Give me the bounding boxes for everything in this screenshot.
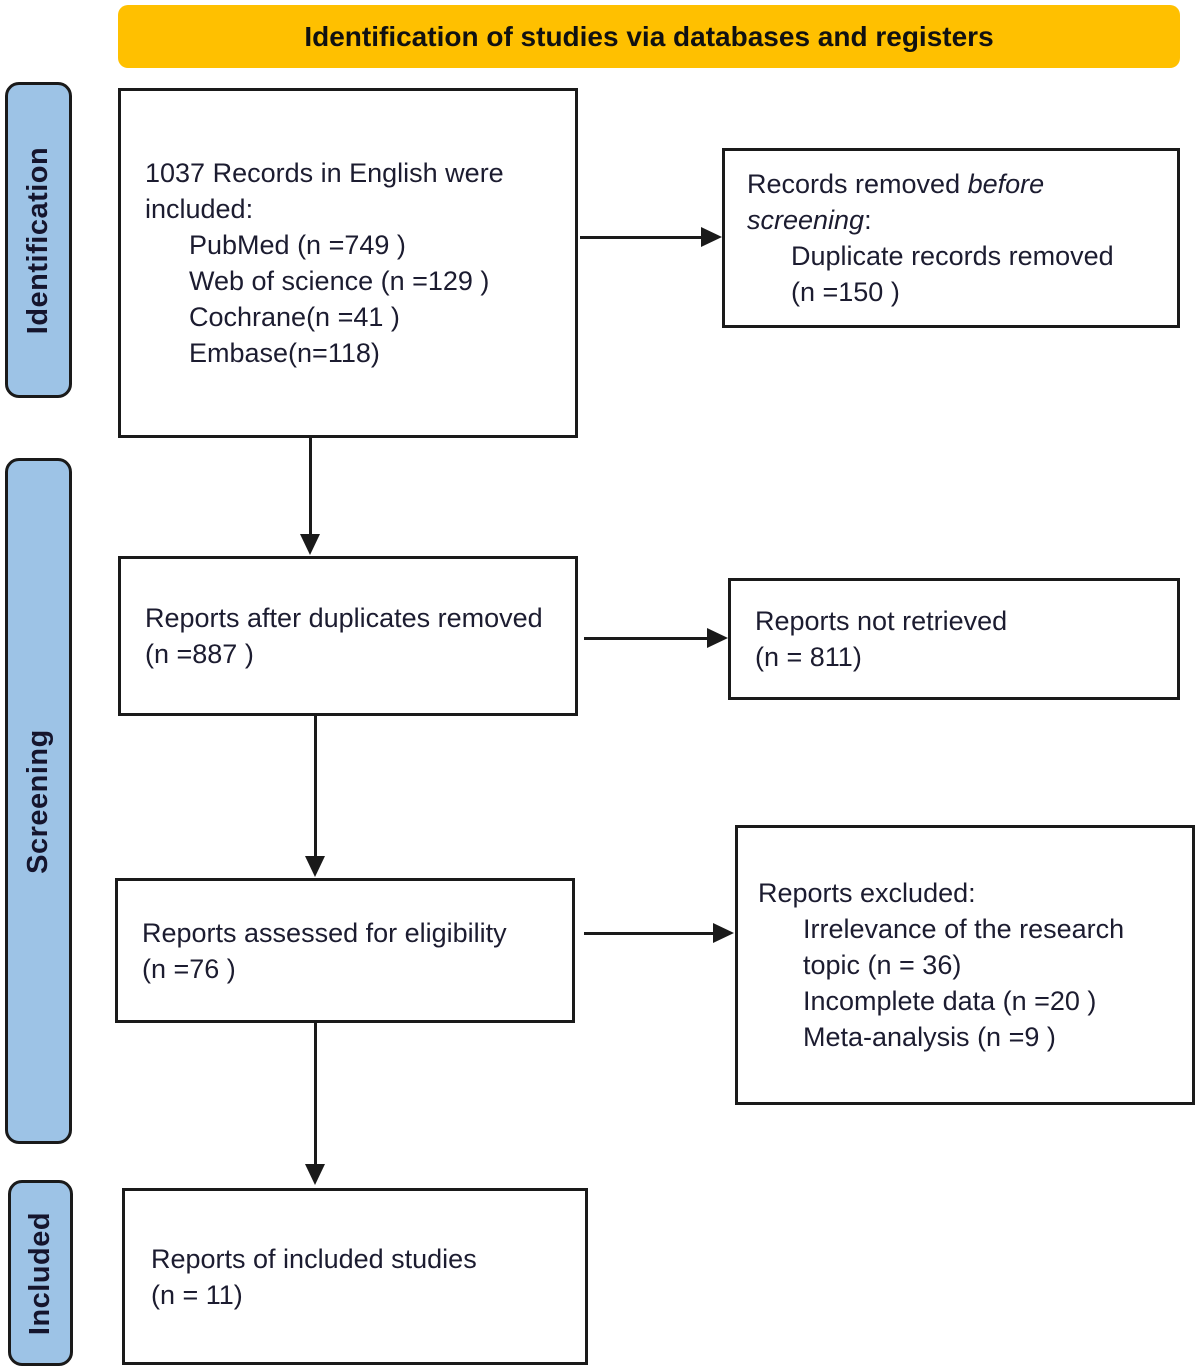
records-removed-line1: Records removed before — [747, 169, 1045, 199]
box-records-identified: 1037 Records in English were included: P… — [118, 88, 578, 438]
included-studies-label: Reports of included studies — [151, 1243, 477, 1274]
box-assessed: Reports assessed for eligibility (n =76 … — [115, 878, 575, 1023]
arrow-assessed-to-included — [305, 1022, 325, 1185]
source-web-of-science: Web of science (n =129 ) — [189, 266, 490, 296]
stage-included: Included — [8, 1180, 73, 1366]
after-duplicates-count: (n =887 ) — [145, 639, 254, 669]
source-embase: Embase(n=118) — [189, 338, 380, 368]
source-cochrane: Cochrane(n =41 ) — [189, 302, 400, 332]
box-after-duplicates: Reports after duplicates removed (n =887… — [118, 556, 578, 716]
banner-title: Identification of studies via databases … — [118, 5, 1180, 68]
assessed-label: Reports assessed for eligibility — [142, 917, 507, 948]
records-identified-line2: included: — [145, 194, 254, 224]
after-duplicates-label: Reports after duplicates removed — [145, 603, 543, 633]
box-not-retrieved: Reports not retrieved (n = 811) — [728, 578, 1180, 700]
arrow-records-to-afterdup — [300, 438, 320, 555]
excluded-reason-meta-analysis: Meta-analysis (n =9 ) — [803, 1022, 1056, 1052]
records-removed-line2: screening: — [747, 205, 872, 235]
duplicates-removed-label: Duplicate records removed — [791, 241, 1114, 271]
arrow-afterdup-to-notretrieved — [584, 628, 728, 648]
included-studies-count: (n = 11) — [151, 1279, 243, 1310]
arrow-records-to-removed — [580, 227, 722, 247]
stage-screening-label: Screening — [22, 728, 54, 874]
arrow-assessed-to-excluded — [584, 923, 734, 943]
excluded-reason-irrelevance: Irrelevance of the research topic (n = 3… — [803, 914, 1125, 980]
stage-identification-label: Identification — [22, 146, 55, 334]
box-excluded: Reports excluded: Irrelevance of the res… — [735, 825, 1195, 1105]
banner-title-text: Identification of studies via databases … — [304, 20, 994, 52]
excluded-title: Reports excluded: — [758, 878, 976, 908]
stage-included-label: Included — [24, 1211, 57, 1335]
assessed-count: (n =76 ) — [142, 953, 236, 984]
records-identified-line1: 1037 Records in English were — [145, 158, 504, 188]
excluded-reason-incomplete: Incomplete data (n =20 ) — [803, 986, 1097, 1016]
stage-screening: Screening — [5, 458, 72, 1144]
source-pubmed: PubMed (n =749 ) — [189, 230, 406, 260]
stage-identification: Identification — [5, 82, 72, 398]
not-retrieved-count: (n = 811) — [755, 642, 862, 672]
arrow-afterdup-to-assessed — [305, 716, 325, 877]
box-included-studies: Reports of included studies (n = 11) — [122, 1188, 588, 1365]
not-retrieved-label: Reports not retrieved — [755, 606, 1008, 636]
box-records-removed: Records removed before screening: Duplic… — [722, 148, 1180, 328]
duplicates-removed-count: (n =150 ) — [791, 277, 900, 307]
